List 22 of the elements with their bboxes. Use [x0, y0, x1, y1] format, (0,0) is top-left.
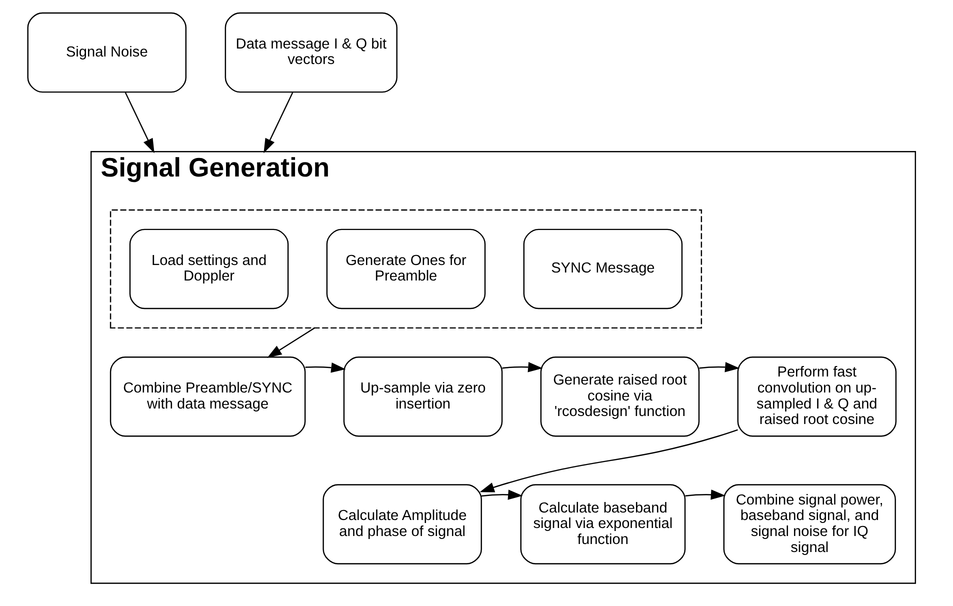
node-box: SYNC Message [523, 228, 683, 310]
cluster [110, 209, 702, 329]
arrow [264, 92, 294, 154]
node-box: Combine signal power, baseband signal, and signal noise for IQ signal [723, 484, 896, 564]
node-box: Up-sample via zero insertion [343, 356, 503, 437]
node-box: Generate Ones for Preamble [326, 228, 486, 310]
node-box: Signal Noise [27, 12, 187, 93]
node-box: Perform fast convolution on up-sampled I & Q and raised root cosine [737, 356, 897, 437]
arrow [124, 92, 154, 154]
node-box: Calculate Amplitude and phase of signal [322, 484, 482, 564]
arrow [480, 429, 738, 492]
node-box: Combine Preamble/SYNC with data message [110, 356, 306, 437]
arrow [305, 362, 346, 373]
node-box: Load settings and Doppler [129, 228, 289, 310]
arrow [502, 362, 543, 372]
arrow [685, 490, 726, 500]
node-box: Calculate baseband signal via exponential function [520, 484, 686, 564]
arrow [481, 490, 523, 500]
node-box: Generate raised root cosine via 'rcosdesign' function [540, 356, 700, 437]
arrow [267, 327, 315, 358]
arrow [699, 362, 740, 372]
node-box: Data message I & Q bit vectors [224, 12, 398, 93]
